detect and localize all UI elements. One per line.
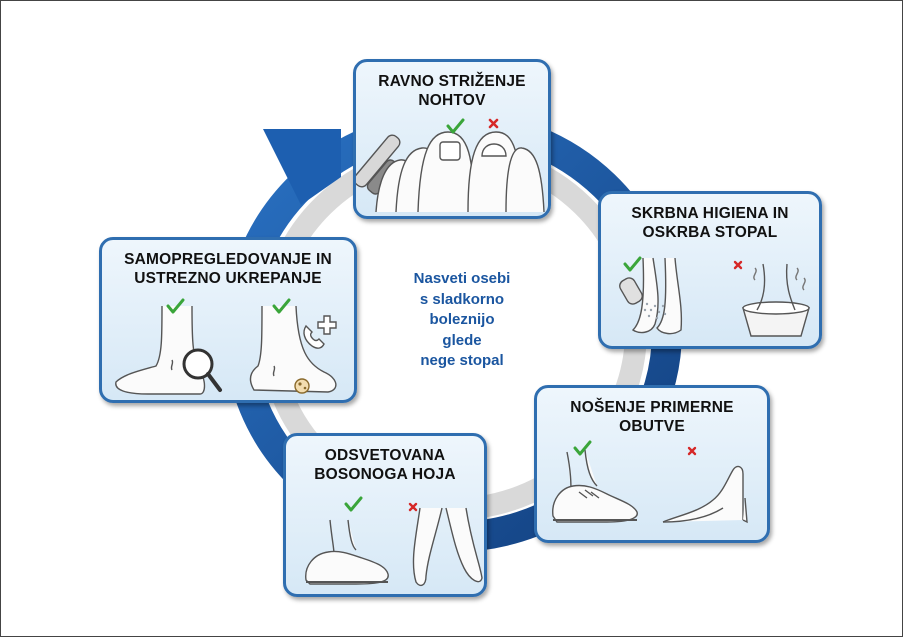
center-line-3: boleznijo [429,311,495,328]
center-line-5: nege stopal [420,352,504,369]
card-barefoot-walking: ODSVETOVANA BOSONOGA HOJA [283,433,487,597]
check-icon [573,440,592,456]
shower-head-icon [619,277,643,305]
barefoot-illustration [305,496,483,587]
foot-right-shower [656,257,683,335]
sneaker-icon [552,449,638,523]
nail-rounded [481,143,507,157]
card-title: SAMOPREGLEDOVANJE IN USTREZNO UKREPANJE [124,251,332,287]
card-title: RAVNO STRIŽENJE NOHTOV [378,73,526,109]
nail-trimming-illustration [356,118,545,213]
magnifier-icon [182,348,222,392]
center-line-1: Nasveti osebi [413,270,511,287]
toe-4 [505,147,545,213]
sneaker-icon [305,519,389,585]
card-title: ODSVETOVANA BOSONOGA HOJA [314,447,456,483]
card-self-examination: SAMOPREGLEDOVANJE IN USTREZNO UKREPANJE [99,237,357,403]
card-title: SKRBNA HIGIENA IN OSKRBA STOPAL [631,205,789,241]
cross-icon [733,260,743,270]
check-icon [344,496,363,512]
center-heading: Nasveti osebi s sladkorno boleznijo gled… [383,269,541,372]
cross-icon [408,502,418,512]
steam-icon [753,267,806,291]
check-icon [623,256,642,272]
crack-lines [170,359,276,377]
card-title: NOŠENJE PRIMERNE OBUTVE [570,399,734,435]
foot-right [249,305,337,393]
phone-medical-icon [303,315,337,349]
foot-left-shower [631,257,659,334]
check-icon [272,298,291,314]
water-spray-icon [643,302,667,320]
foot-left [115,305,206,395]
cross-icon [687,446,697,456]
high-heel-icon [662,465,748,524]
center-line-2: s sladkorno [419,290,505,308]
nail-straight [439,141,461,161]
card-proper-footwear: NOŠENJE PRIMERNE OBUTVE [534,385,770,543]
self-examination-illustration [115,298,337,395]
wound-icon [294,378,310,394]
footwear-illustration [552,440,748,524]
check-icon [166,298,185,314]
card-foot-hygiene: SKRBNA HIGIENA IN OSKRBA STOPAL [598,191,822,349]
ring-arrowhead [263,129,341,205]
center-line-4: glede [442,331,482,349]
cross-icon [488,118,499,129]
check-icon [446,118,465,134]
card-nail-trimming: RAVNO STRIŽENJE NOHTOV [353,59,551,219]
bare-feet-icon [412,507,483,587]
foot-hygiene-illustration [619,256,810,337]
